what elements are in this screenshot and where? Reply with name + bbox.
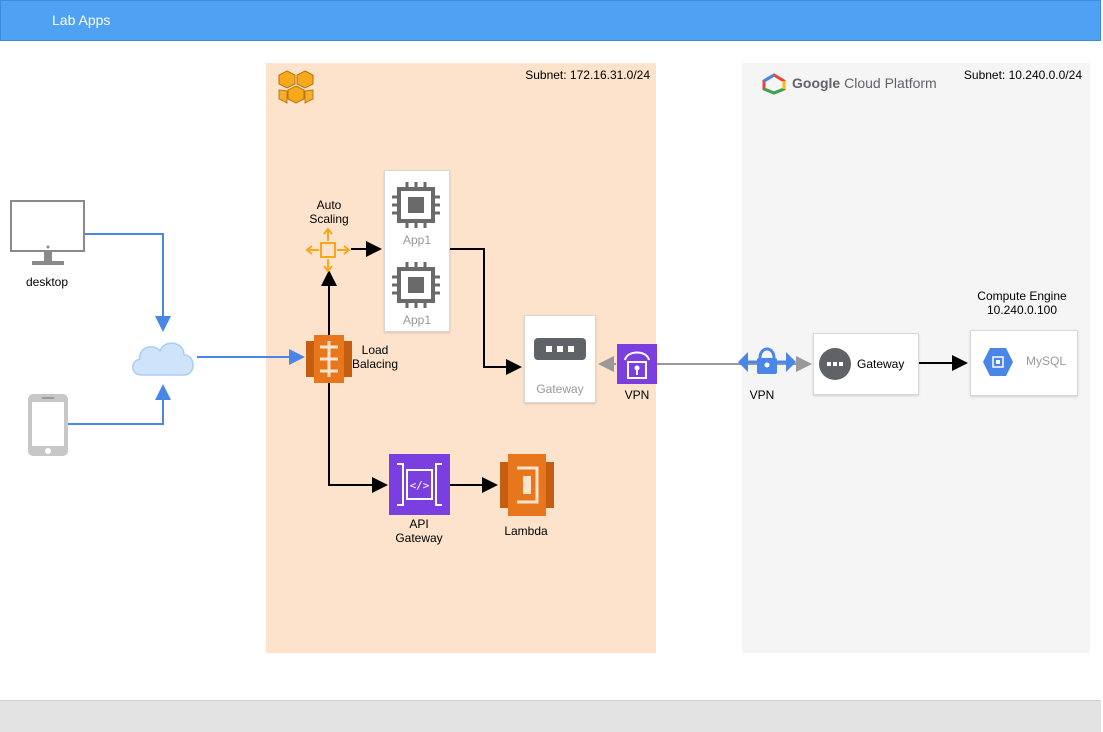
- app1-a-chip-icon: [392, 182, 440, 228]
- edge-mobile-cloud: [68, 384, 171, 425]
- svg-text:</>: </>: [410, 479, 430, 492]
- edge-desktop-cloud: [84, 233, 171, 332]
- app-title: Lab Apps: [52, 12, 111, 28]
- edge-lb-apigw: [328, 380, 388, 493]
- gcp-subnet-label: Subnet: 10.240.0.0/24: [963, 68, 1082, 82]
- desktop-label: desktop: [25, 275, 69, 289]
- app1-b-label: App1: [402, 313, 432, 327]
- aws-vpn-icon: [617, 344, 657, 384]
- top-bar: [0, 0, 1101, 41]
- aws-gateway-label: Gateway: [536, 382, 584, 396]
- aws-subnet-label: Subnet: 172.16.31.0/24: [525, 68, 650, 82]
- gcp-gateway-label: Gateway: [857, 357, 905, 371]
- auto-scaling-icon: [305, 227, 351, 273]
- mobile-icon: [28, 394, 68, 456]
- api-gateway-label: API Gateway: [395, 517, 443, 545]
- compute-engine-icon: [983, 348, 1013, 376]
- gcp-gateway-icon: [819, 348, 851, 380]
- auto-scaling-label: Auto Scaling: [309, 198, 349, 226]
- bottom-bar: [0, 700, 1101, 732]
- app1-a-label: App1: [402, 233, 432, 247]
- api-gateway-icon: </>: [389, 454, 450, 515]
- aws-vpn-label: VPN: [624, 388, 650, 402]
- gcp-brand-bold: Google: [792, 75, 841, 91]
- gcp-logo-icon: [762, 73, 786, 95]
- lambda-icon: [500, 454, 554, 516]
- app1-b-chip-icon: [392, 262, 440, 308]
- internet-cloud-icon: [132, 342, 194, 376]
- load-balancing-label: Load Balacing: [351, 343, 399, 371]
- aws-gateway-icon: [534, 338, 586, 360]
- load-balancer-icon: [306, 335, 352, 383]
- edge-app-gateway: [446, 248, 522, 375]
- lambda-label: Lambda: [504, 524, 548, 538]
- gcp-brand-rest: Cloud Platform: [840, 75, 937, 91]
- mysql-label: MySQL: [1026, 354, 1067, 368]
- desktop-icon: [10, 200, 85, 265]
- gcp-brand: Google Cloud Platform: [792, 75, 937, 91]
- compute-engine-label: Compute Engine 10.240.0.100: [977, 289, 1067, 317]
- aws-logo-icon: [278, 70, 314, 104]
- gcp-vpn-icon: [738, 347, 796, 374]
- gcp-vpn-label: VPN: [749, 388, 775, 402]
